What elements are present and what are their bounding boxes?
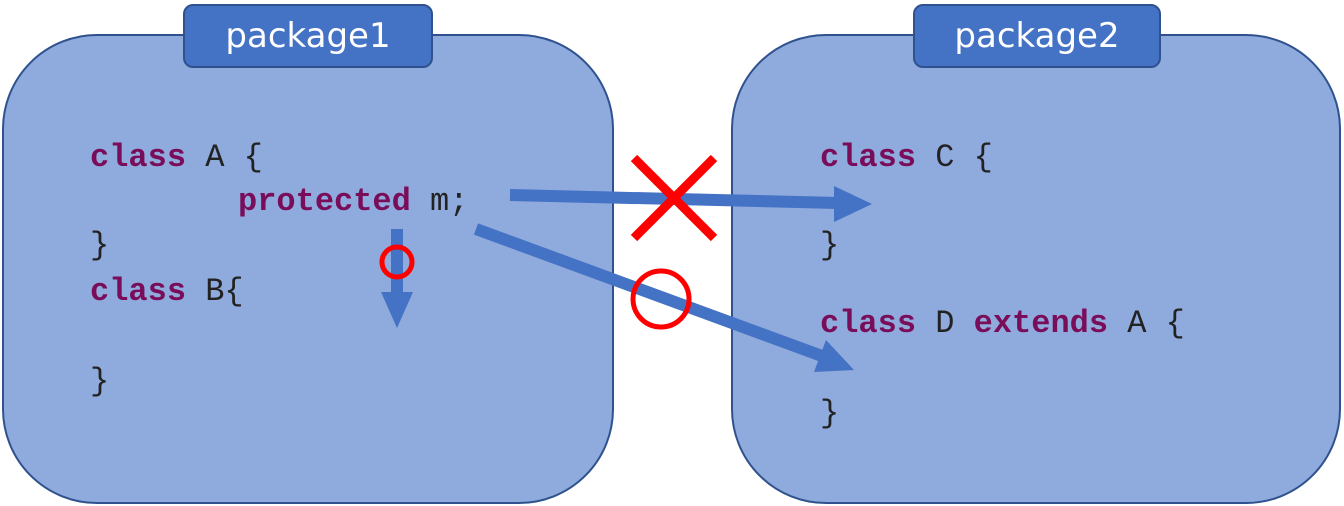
- class-c-close: }: [820, 227, 840, 264]
- member-m: m;: [410, 183, 469, 220]
- class-c-name: C {: [916, 139, 993, 176]
- circle-mark-icon: [379, 244, 415, 280]
- package2-label: package2: [913, 4, 1161, 68]
- circle-mark-icon: [630, 268, 692, 330]
- package1-box: [2, 34, 614, 504]
- package1-label: package1: [183, 4, 433, 68]
- package2-box: [731, 34, 1341, 504]
- class-b-close: }: [90, 363, 110, 400]
- arrow-shaft: [473, 223, 825, 362]
- extends-keyword: extends: [973, 305, 1109, 342]
- class-keyword: class: [820, 139, 917, 176]
- class-d-close: }: [820, 395, 840, 432]
- arrow-head: [814, 340, 854, 372]
- protected-member: protected m;: [238, 184, 468, 220]
- arrow-head: [381, 292, 413, 328]
- protected-keyword: protected: [238, 183, 411, 220]
- class-a-close: }: [90, 227, 110, 264]
- arrow-to-class-d: [473, 223, 854, 372]
- class-d-name: D: [916, 305, 974, 342]
- arrow-to-class-b: [381, 229, 413, 328]
- class-b-name: B{: [186, 273, 244, 310]
- class-keyword: class: [90, 273, 187, 310]
- class-keyword: class: [90, 139, 187, 176]
- class-a-name: A {: [186, 139, 263, 176]
- arrow-head: [834, 186, 872, 222]
- cross-mark-icon: [630, 154, 718, 242]
- class-a-declaration: class A {: [90, 140, 263, 176]
- class-keyword: class: [820, 305, 917, 342]
- class-d-declaration: class D extends A {: [820, 306, 1185, 342]
- extends-target: A {: [1108, 305, 1185, 342]
- class-b-declaration: class B{: [90, 274, 244, 310]
- class-c-declaration: class C {: [820, 140, 993, 176]
